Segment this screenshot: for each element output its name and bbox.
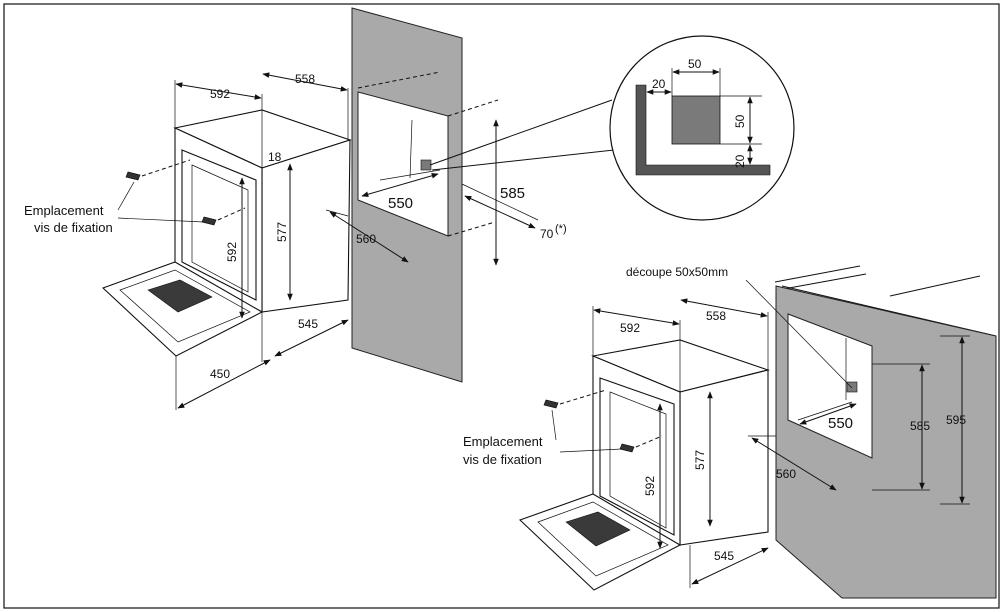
dim-20-left: 20 [652,77,666,91]
screw-location-label-2: vis de fixation [34,220,113,235]
cutout-detail-circle: 50 20 50 20 [429,35,795,221]
dim-550-wall: 550 [388,195,413,212]
dim-592-width: 592 [620,321,640,335]
cabinet-cutout-bottom: découpe 50x50mm 550 585 595 560 [626,265,997,599]
dim-595-cabinet: 595 [946,413,966,427]
cutout-square [671,95,721,145]
dim-20-bottom: 20 [733,154,747,168]
dim-550-cabinet: 550 [828,415,853,432]
dim-70: 70 [540,227,554,241]
dim-70-note: (*) [555,223,567,235]
dim-558-depth: 558 [295,72,315,86]
door-glass [147,279,213,313]
wall-cutout-top: 585 550 560 70 (*) [325,7,567,383]
dim-560-wall: 560 [356,232,376,246]
page-frame [3,3,1000,609]
dim-560-cabinet: 560 [776,467,796,481]
dim-50-right: 50 [733,114,747,128]
dim-592-height: 592 [225,242,239,262]
oven-front-view-bottom: Emplacement vis de fixation 592 558 577 … [463,298,770,591]
oven-front-view-top: Emplacement vis de fixation 592 558 18 5… [24,72,352,410]
dim-585-cabinet: 585 [910,419,930,433]
dim-545: 545 [714,549,734,563]
screw-icon [543,389,607,409]
dim-592-width: 592 [210,87,230,101]
dim-585-wall: 585 [500,185,525,202]
dim-577: 577 [693,450,707,470]
dim-558-depth: 558 [706,309,726,323]
screw-icon [125,159,191,181]
dim-18: 18 [268,150,282,164]
dim-545: 545 [298,317,318,331]
screw-location-label: Emplacement [24,203,104,218]
dim-592-height: 592 [643,476,657,496]
door-glass [565,511,631,547]
screw-location-label-2: vis de fixation [463,452,542,467]
dim-50-top: 50 [688,57,702,71]
cutout-size-label: découpe 50x50mm [626,265,728,279]
dim-450: 450 [210,367,230,381]
screw-location-label: Emplacement [463,434,543,449]
dim-577: 577 [275,222,289,242]
